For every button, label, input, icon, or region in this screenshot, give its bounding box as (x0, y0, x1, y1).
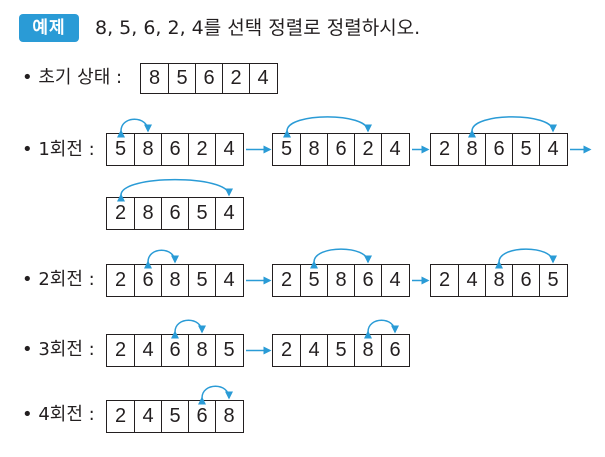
array-cell: 8 (327, 265, 354, 296)
swap-arrow (170, 319, 206, 339)
swap-arrow (116, 178, 233, 202)
swap-arrow (467, 116, 557, 138)
array-cell: 4 (300, 335, 327, 366)
array-cell: 4 (215, 134, 242, 165)
array-cell: 5 (161, 401, 188, 432)
array-cell: 4 (134, 335, 161, 366)
array-cell: 5 (188, 198, 215, 229)
row-label-pass-1: • 1회전 : (22, 139, 95, 160)
array-cell: 4 (539, 134, 566, 165)
array-cell: 2 (188, 134, 215, 165)
array-cell: 4 (215, 265, 242, 296)
array-cell: 4 (134, 401, 161, 432)
array-cell: 2 (114, 339, 127, 361)
array-cell: 6 (188, 401, 215, 432)
array-cell: 6 (134, 265, 161, 296)
array-cell: 2 (222, 64, 249, 93)
array-cell: 8 (148, 67, 161, 89)
array-cell: 6 (381, 335, 408, 366)
array-cell: 5 (280, 138, 293, 160)
array-cell: 6 (512, 265, 539, 296)
example-badge: 예제 (19, 14, 79, 42)
array-cell: 2 (280, 269, 293, 291)
array-cell: 6 (161, 134, 188, 165)
array-cell: 2 (438, 138, 451, 160)
array-cell: 5 (114, 138, 127, 160)
array-cell: 2 (438, 269, 451, 291)
swap-arrow (309, 248, 372, 269)
array-cell: 5 (188, 265, 215, 296)
array-cell: 2 (114, 405, 127, 427)
array-cell: 6 (161, 198, 188, 229)
array-cell: 6 (161, 335, 188, 366)
problem-title: 8, 5, 6, 2, 4를 선택 정렬로 정렬하시오. (95, 17, 421, 39)
array-cell: 5 (168, 64, 195, 93)
row-label-pass-3: • 3회전 : (22, 339, 95, 360)
array-cell: 8 (134, 198, 161, 229)
row-label-initial: • 초기 상태 : (22, 67, 123, 88)
array-cell: 5 (539, 265, 566, 296)
array-cell: 8 (188, 335, 215, 366)
array-cell: 4 (381, 134, 408, 165)
array-cell: 2 (114, 202, 127, 224)
array-cell: 5 (300, 265, 327, 296)
row-label-pass-4: • 4회전 : (22, 404, 95, 425)
array-cell: 2 (114, 269, 127, 291)
array-cell: 6 (195, 64, 222, 93)
array-cell: 8 (485, 265, 512, 296)
array-cell: 8 (300, 134, 327, 165)
swap-arrow (143, 249, 179, 269)
array-cell: 8 (215, 401, 242, 432)
swap-arrow (494, 248, 557, 269)
array-cell: 6 (485, 134, 512, 165)
array-cell: 2 (280, 339, 293, 361)
swap-arrow (116, 118, 152, 138)
row-label-pass-2: • 2회전 : (22, 269, 95, 290)
array-cell: 5 (215, 335, 242, 366)
swap-arrow (363, 319, 399, 339)
array-cell: 6 (354, 265, 381, 296)
array-cell: 2 (354, 134, 381, 165)
array-cell: 5 (512, 134, 539, 165)
array-cell: 4 (249, 64, 276, 93)
array-cell: 8 (458, 134, 485, 165)
array-cell: 4 (458, 265, 485, 296)
array-cell: 8 (134, 134, 161, 165)
array-cell: 4 (381, 265, 408, 296)
swap-arrow (282, 116, 372, 138)
array-cell: 5 (327, 335, 354, 366)
array-cell: 8 (161, 265, 188, 296)
array-cell: 8 (354, 335, 381, 366)
swap-arrow (197, 385, 233, 405)
array-cell: 4 (215, 198, 242, 229)
array-cell: 6 (327, 134, 354, 165)
